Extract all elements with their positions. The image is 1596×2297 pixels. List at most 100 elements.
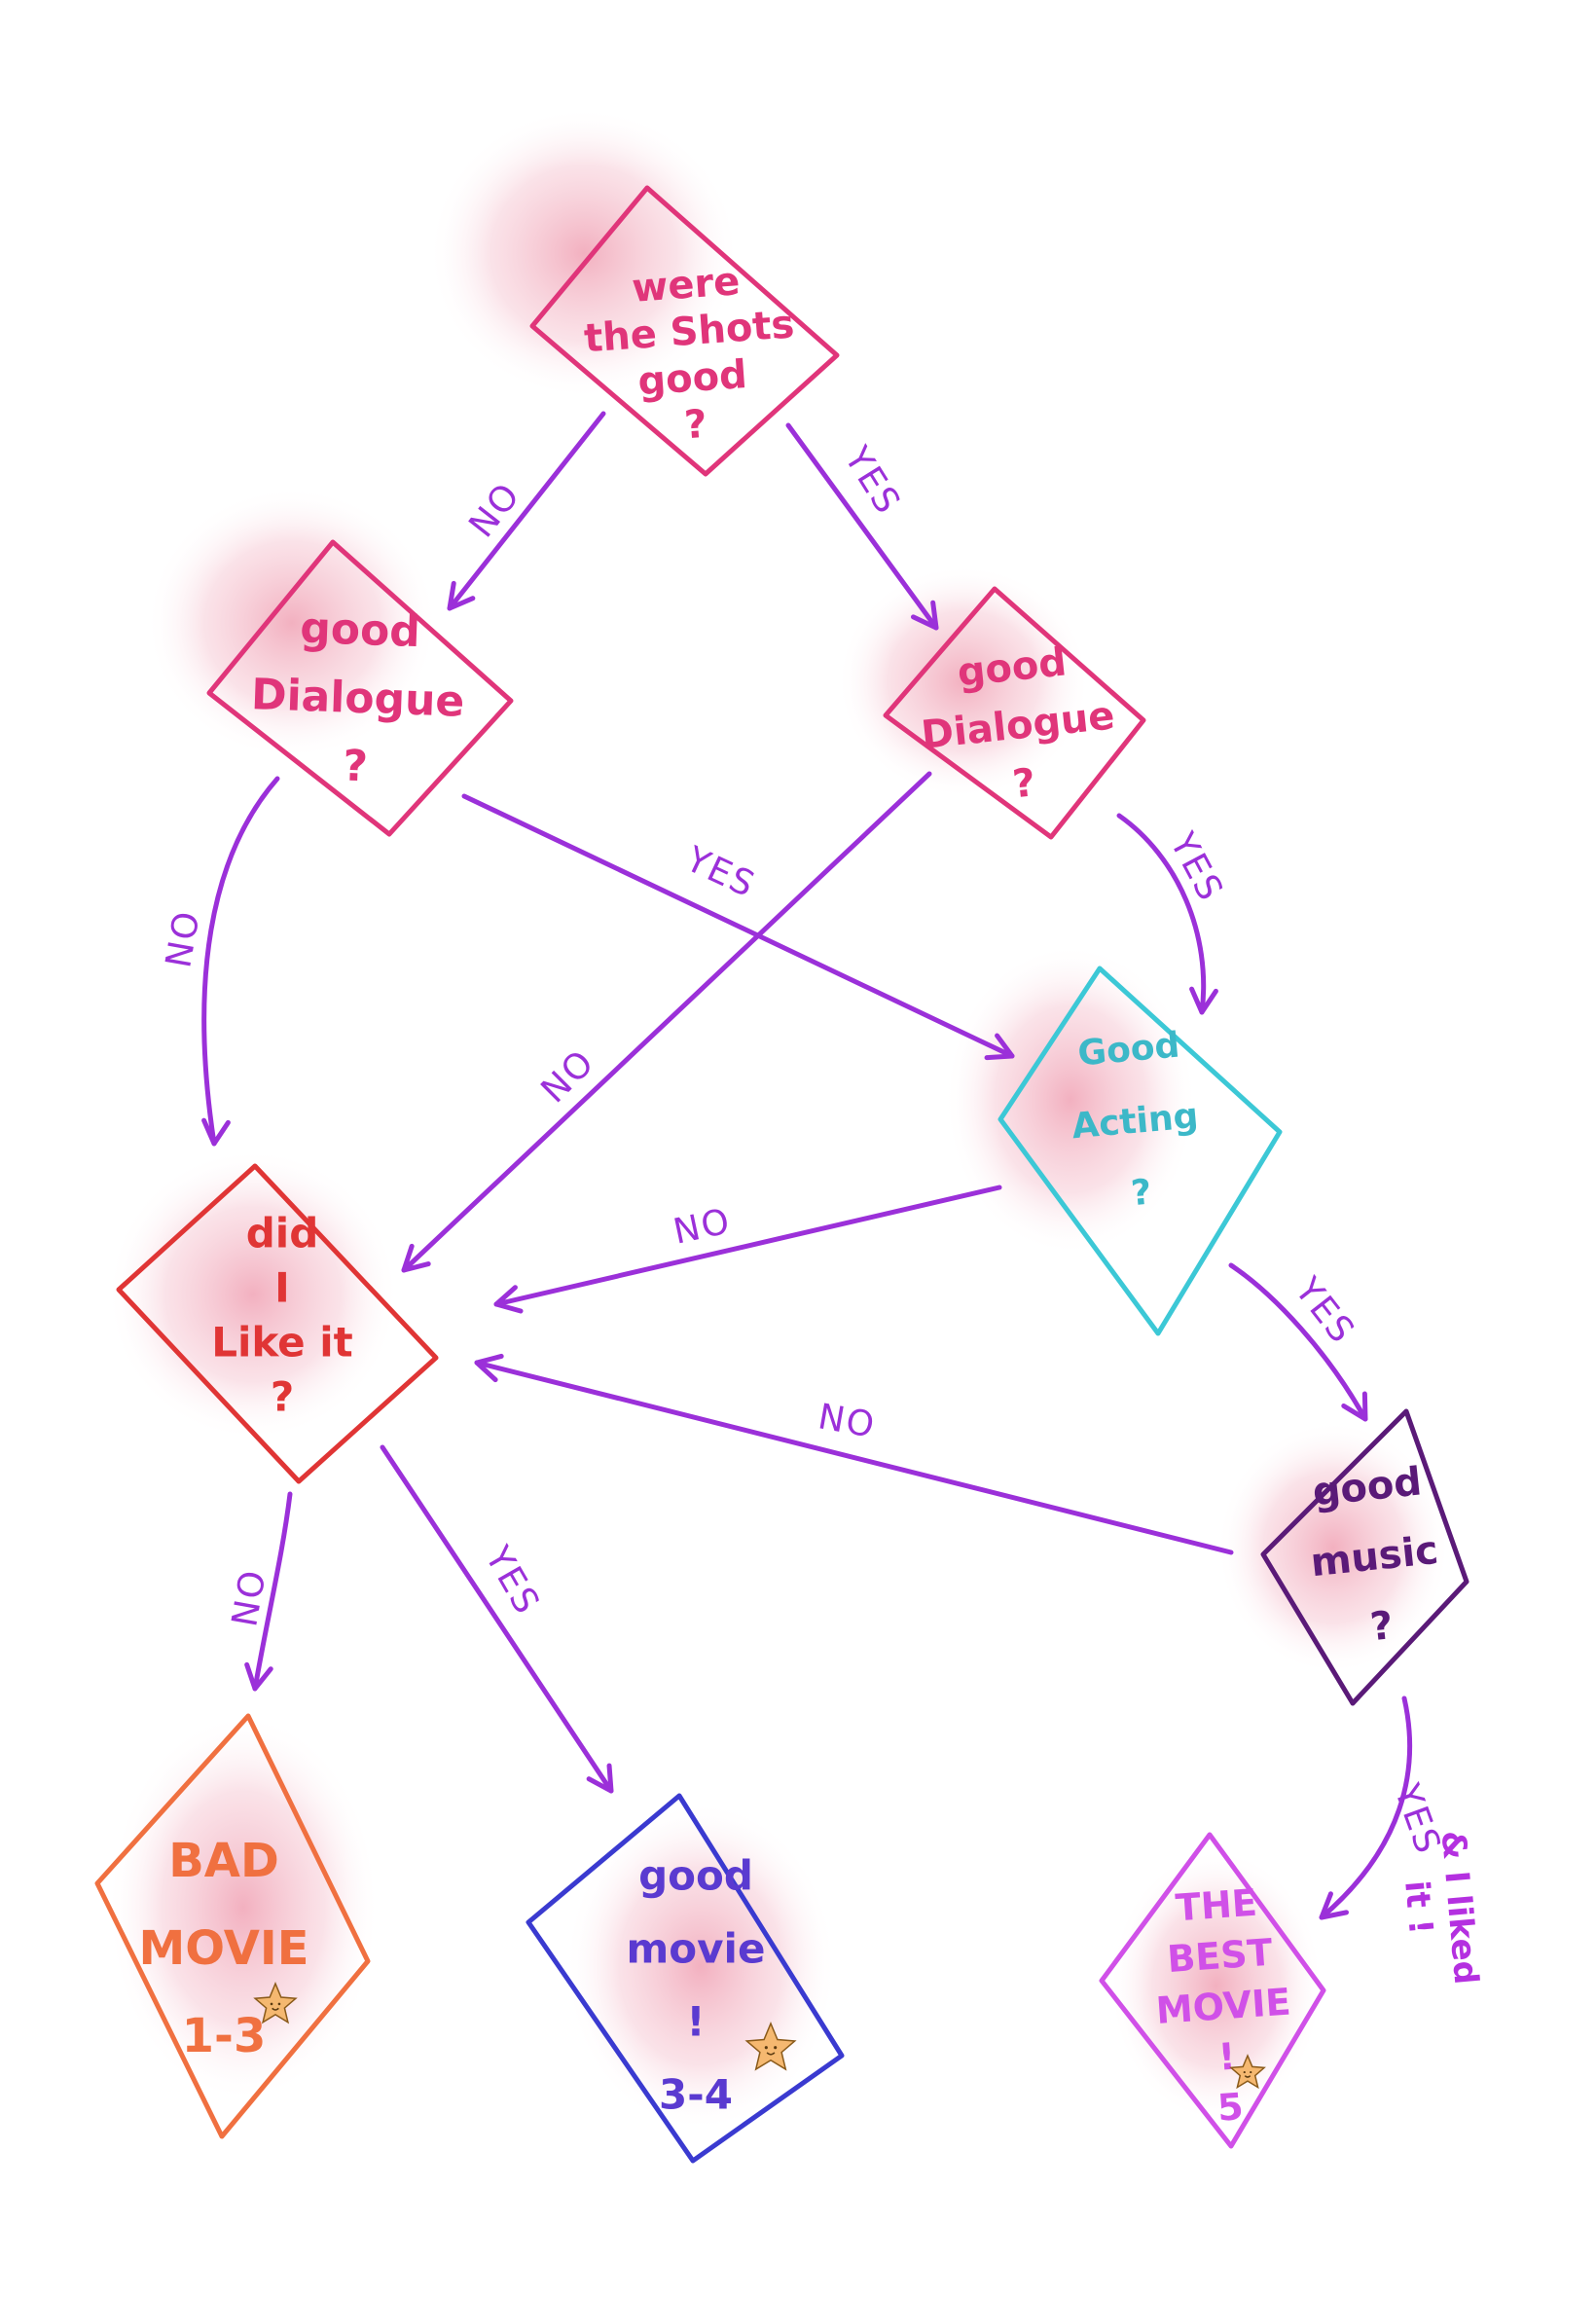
decision-shape	[526, 1793, 845, 2164]
node-text-line: ?	[1130, 1173, 1153, 1215]
arrowhead-icon	[1189, 986, 1218, 1015]
bad_movie-glow	[107, 1713, 380, 2102]
edge-label-yes: YES	[836, 439, 908, 522]
edge-line	[447, 411, 606, 611]
arrowhead-icon	[201, 1117, 231, 1147]
node-text-line: ?	[1010, 760, 1037, 807]
edge-liked-to-bad_movie	[244, 1491, 293, 1692]
star-icon	[253, 1982, 298, 2024]
node-text-line: ?	[683, 402, 708, 449]
liked-glow	[107, 1148, 399, 1440]
node-text-line: 3-4	[659, 2071, 733, 2119]
node-text-line: I	[274, 1264, 290, 1312]
shots-glow	[428, 107, 740, 399]
edge-music-to-best_movie	[1319, 1695, 1413, 1920]
arrowhead-icon	[447, 580, 476, 611]
node-text-line: good	[636, 352, 748, 405]
arrowhead-icon	[1341, 1391, 1368, 1422]
edge-label-no: NO	[225, 1566, 274, 1629]
arrowhead-icon	[244, 1661, 273, 1692]
arrowhead-icon	[984, 1033, 1015, 1061]
node-text-line: !	[686, 1998, 705, 2046]
node-text-line: 5	[1216, 2085, 1245, 2130]
side-note-line: it !	[1396, 1879, 1440, 1937]
edge-line	[1319, 1695, 1413, 1920]
node-bad-movie: BAD MOVIE 1-3	[94, 1713, 371, 2139]
edge-label-yes: YES	[1287, 1270, 1362, 1352]
edge-dialogue_right-to-liked	[401, 771, 932, 1273]
node-good-movie: good movie! 3-4	[526, 1793, 845, 2164]
edge-label-yes: YES	[679, 839, 762, 906]
edge-label-yes: YES	[477, 1539, 548, 1622]
decision-shape	[529, 185, 840, 477]
node-text-line: !	[1217, 2035, 1237, 2079]
decision-shape	[94, 1713, 371, 2139]
arrowhead-icon	[401, 1243, 431, 1273]
node-text-line: Dialogue	[250, 670, 465, 727]
edge-line	[461, 793, 1015, 1059]
edge-line	[401, 771, 932, 1273]
edge-music-to-liked	[474, 1353, 1234, 1555]
node-text-line: ?	[1368, 1603, 1396, 1650]
decision-shape	[1099, 1832, 1326, 2149]
edge-line	[201, 776, 280, 1147]
arrowhead-icon	[911, 600, 939, 631]
node-text-line: ?	[343, 741, 369, 791]
node-text-line: good	[300, 603, 421, 657]
star-icon	[1229, 2054, 1266, 2090]
node-text-line: ?	[271, 1373, 294, 1421]
arrowhead-icon	[474, 1353, 504, 1383]
edge-liked-to-good_movie	[380, 1444, 614, 1794]
acting-glow	[944, 944, 1197, 1256]
node-text-line: THE	[1175, 1881, 1259, 1930]
node-text-line: were	[631, 259, 742, 311]
node-text-line: movie	[627, 1925, 766, 1973]
edge-label-no: NO	[461, 475, 528, 545]
edge-line	[252, 1491, 293, 1692]
edge-label-no: NO	[159, 907, 208, 970]
music-glow	[1216, 1421, 1450, 1674]
node-text-line: good	[638, 1852, 753, 1900]
edge-acting-to-liked	[493, 1185, 1002, 1314]
node-text-line: MOVIE	[138, 1921, 308, 1976]
dialogue_right-glow	[837, 565, 1090, 798]
edge-dialogue_right-to-acting	[1116, 813, 1218, 1015]
edge-label-yes: YES	[1161, 825, 1230, 908]
edge-line	[380, 1444, 614, 1794]
edge-line	[493, 1185, 1002, 1307]
side-note-line: & I liked	[1433, 1829, 1486, 1986]
edge-label-no: NO	[533, 1041, 602, 1111]
decision-shape	[206, 539, 514, 837]
node-text-line: MOVIE	[1154, 1980, 1291, 2032]
edge-line	[474, 1360, 1234, 1555]
edge-acting-to-music	[1228, 1262, 1368, 1422]
edge-line	[1228, 1262, 1368, 1422]
decision-shape	[116, 1163, 439, 1484]
arrowhead-icon	[1319, 1891, 1349, 1920]
decision-shape	[1260, 1408, 1469, 1706]
decision-shape	[883, 586, 1146, 840]
node-text-line: BAD	[168, 1834, 279, 1888]
node-text-line: BEST	[1166, 1931, 1274, 1981]
dialogue_left-glow	[146, 487, 438, 759]
node-text-line: did	[246, 1210, 319, 1258]
edge-shots-to-dialogue_right	[785, 422, 939, 631]
arrowhead-icon	[586, 1763, 614, 1794]
edge-dialogue_left-to-acting	[461, 793, 1015, 1061]
node-text-line: Like it	[211, 1319, 353, 1367]
node-text-line: 1-3	[182, 2009, 267, 2063]
edge-dialogue_left-to-liked	[201, 776, 280, 1147]
arrowhead-icon	[493, 1285, 524, 1314]
edge-shots-to-dialogue_left	[447, 411, 606, 611]
edge-line	[785, 422, 939, 631]
decision-shape	[998, 966, 1283, 1336]
node-text-line: Good	[1076, 1026, 1181, 1075]
edge-line	[1116, 813, 1207, 1015]
edge-label-no: NO	[816, 1397, 879, 1446]
star-icon	[744, 2022, 797, 2071]
edge-label-no: NO	[670, 1201, 734, 1252]
